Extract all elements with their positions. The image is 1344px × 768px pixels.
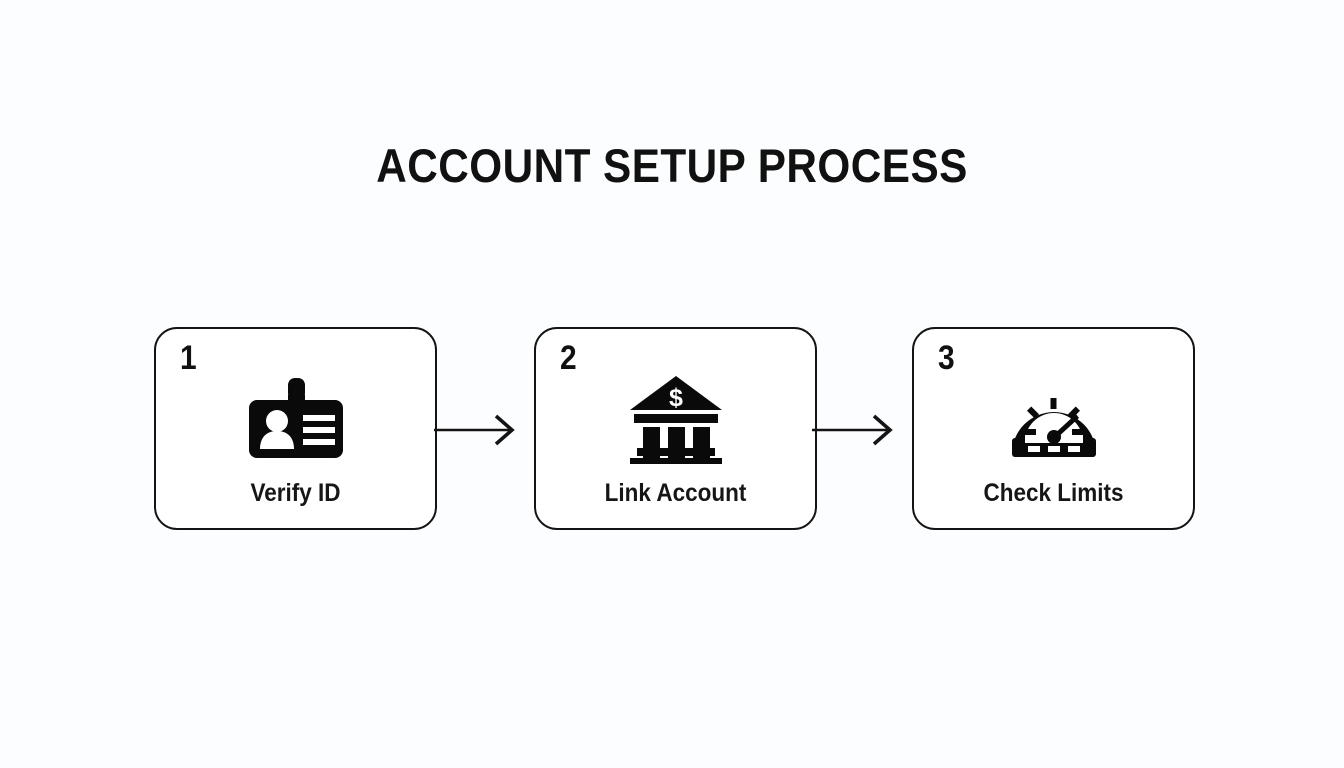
process-flow: 1 bbox=[0, 327, 1344, 532]
arrow-right-icon-2 bbox=[812, 413, 898, 447]
step-label-2: Link Account bbox=[604, 479, 747, 507]
id-badge-icon bbox=[156, 373, 435, 465]
gauge-meter-icon bbox=[914, 373, 1193, 465]
arrow-right-icon-1 bbox=[434, 413, 520, 447]
process-step-card-1[interactable]: 1 bbox=[154, 327, 437, 530]
step-number-1: 1 bbox=[180, 339, 197, 377]
step-number-3: 3 bbox=[938, 339, 955, 377]
step-number-2: 2 bbox=[560, 339, 577, 377]
step-label-3: Check Limits bbox=[983, 479, 1124, 507]
page-title: ACCOUNT SETUP PROCESS bbox=[376, 139, 968, 192]
process-step-card-2[interactable]: 2 $ Link Account bbox=[534, 327, 817, 530]
step-label-1: Verify ID bbox=[250, 479, 341, 507]
process-step-card-3[interactable]: 3 bbox=[912, 327, 1195, 530]
svg-text:$: $ bbox=[669, 384, 683, 412]
bank-dollar-icon: $ bbox=[536, 373, 815, 465]
